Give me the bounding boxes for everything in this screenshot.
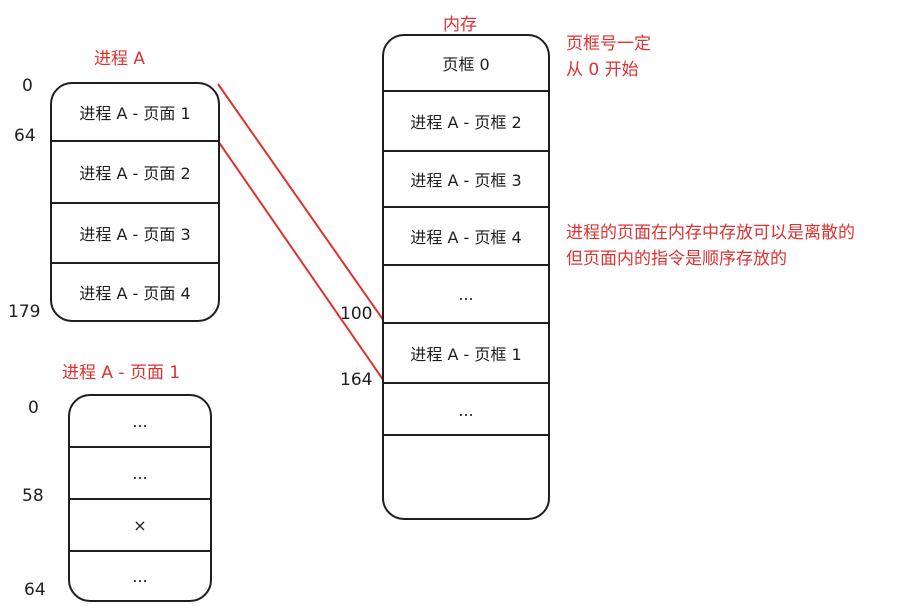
memory-frame-4: 进程 A - 页框 4	[410, 228, 522, 247]
divider	[384, 434, 548, 436]
process-a-page-4: 进程 A - 页面 4	[79, 284, 191, 303]
memory-frame-3: 进程 A - 页框 3	[410, 171, 522, 190]
divider	[52, 202, 218, 204]
mapping-line-page1-bottom	[217, 140, 385, 382]
process-a-page-1: 进程 A - 页面 1	[79, 104, 191, 123]
page1-cell-4: ...	[132, 566, 148, 586]
process-a-address-64: 64	[14, 126, 36, 146]
process-a-title: 进程 A	[94, 49, 146, 69]
divider	[384, 206, 548, 208]
mapping-line-page1-top	[217, 83, 385, 322]
note-frame-numbering-line-2: 从 0 开始	[566, 60, 639, 80]
memory-frame-empty	[384, 436, 548, 518]
divider	[384, 322, 548, 324]
divider	[52, 262, 218, 264]
process-a-page-3: 进程 A - 页面 3	[79, 225, 191, 244]
memory-address-100: 100	[340, 304, 373, 324]
page1-cell-3: ×	[133, 515, 147, 535]
divider	[384, 382, 548, 384]
page1-address-0: 0	[28, 398, 39, 418]
page1-detail-box: ... ... × ...	[68, 394, 212, 602]
note-discrete-storage: 进程的页面在内存中存放可以是离散的 但页面内的指令是顺序存放的	[566, 220, 855, 272]
process-a-box: 进程 A - 页面 1 进程 A - 页面 2 进程 A - 页面 3 进程 A…	[50, 82, 220, 322]
note-discrete-storage-line-2: 但页面内的指令是顺序存放的	[566, 249, 787, 269]
page1-address-64: 64	[24, 580, 46, 600]
process-a-address-0: 0	[22, 76, 33, 96]
memory-box: 页框 0 进程 A - 页框 2 进程 A - 页框 3 进程 A - 页框 4…	[382, 34, 550, 520]
divider	[70, 550, 210, 552]
page1-cell-1: ...	[132, 411, 148, 431]
note-frame-numbering: 页框号一定 从 0 开始	[566, 31, 651, 83]
page1-address-58: 58	[22, 486, 44, 506]
divider	[70, 498, 210, 500]
memory-frame-1: 进程 A - 页框 1	[410, 345, 522, 364]
memory-address-164: 164	[340, 370, 373, 390]
divider	[52, 140, 218, 142]
divider	[384, 90, 548, 92]
process-a-page-2: 进程 A - 页面 2	[79, 164, 191, 183]
divider	[384, 150, 548, 152]
divider	[384, 264, 548, 266]
page1-cell-2: ...	[132, 463, 148, 483]
process-a-address-179: 179	[8, 302, 41, 322]
note-frame-numbering-line-1: 页框号一定	[566, 34, 651, 54]
note-discrete-storage-line-1: 进程的页面在内存中存放可以是离散的	[566, 223, 855, 243]
memory-frame-ellipsis-1: ...	[458, 284, 474, 304]
memory-frame-2: 进程 A - 页框 2	[410, 113, 522, 132]
page1-detail-title: 进程 A - 页面 1	[62, 363, 181, 383]
memory-frame-ellipsis-2: ...	[458, 400, 474, 420]
memory-title: 内存	[443, 15, 477, 35]
memory-frame-0: 页框 0	[442, 55, 490, 74]
divider	[70, 446, 210, 448]
